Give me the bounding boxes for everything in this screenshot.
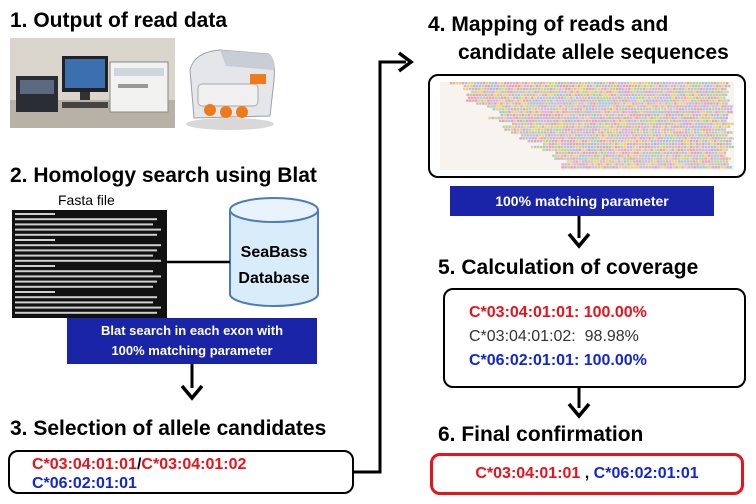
fasta-line <box>15 301 153 304</box>
benchtop-sequencer-icon <box>186 49 275 130</box>
fasta-line <box>15 275 161 278</box>
step-5-title: 5. Calculation of coverage <box>438 256 699 279</box>
candidate-allele-b: C*03:04:01:02 <box>141 456 247 473</box>
coverage-row: C*03:04:01:01: 100.00% <box>469 301 744 325</box>
fasta-line <box>15 249 157 252</box>
step-6-title: 6. Final confirmation <box>438 423 644 446</box>
step-2-title: 2. Homology search using Blat <box>10 164 317 187</box>
matching-parameter-banner: 100% matching parameter <box>450 186 714 216</box>
coverage-allele: C*03:04:01:01: <box>469 304 584 321</box>
database-cylinder-icon <box>229 197 319 307</box>
fasta-line <box>15 311 157 314</box>
elbow-arrow-to-step4 <box>354 60 406 474</box>
fasta-line <box>15 228 161 231</box>
step-1-title: 1. Output of read data <box>10 9 228 32</box>
read-mapping-panel <box>428 74 746 178</box>
candidate-separator: / <box>136 456 142 473</box>
blat-search-banner: Blat search in each exon with 100% match… <box>67 318 317 364</box>
fasta-line <box>15 254 153 257</box>
candidate-allele-c: C*06:02:01:01 <box>32 475 137 492</box>
database-label: SeaBass Database <box>228 240 320 292</box>
fasta-line <box>15 296 157 299</box>
fasta-line <box>15 213 55 215</box>
database-label-line1: SeaBass <box>240 244 308 261</box>
coverage-box: C*03:04:01:01: 100.00%C*03:04:01:02: 98.… <box>443 288 746 388</box>
final-confirmation-box: C*03:04:01:01 , C*06:02:01:01 <box>430 453 744 495</box>
fasta-line <box>15 265 55 267</box>
coverage-row: C*06:02:01:01: 100.00% <box>469 349 744 373</box>
database-label-line2: Database <box>238 270 310 287</box>
coverage-allele: C*03:04:01:02: <box>469 328 585 345</box>
fasta-line <box>15 233 157 236</box>
fasta-line <box>15 270 153 273</box>
coverage-allele: C*06:02:01:01: <box>469 352 584 369</box>
coverage-value: 98.98% <box>584 328 639 345</box>
coverage-value: 100.00% <box>583 352 647 369</box>
step-3-title: 3. Selection of allele candidates <box>10 417 327 440</box>
final-allele-a: C*03:04:01:01 <box>475 465 581 482</box>
coverage-list: C*03:04:01:01: 100.00%C*03:04:01:02: 98.… <box>469 301 744 373</box>
blat-banner-line2: 100% matching parameter <box>111 343 273 358</box>
fasta-line <box>15 259 161 262</box>
fasta-line <box>15 223 153 226</box>
final-separator: , <box>584 465 590 482</box>
fasta-line <box>15 280 157 283</box>
desktop-sequencer-icon <box>10 38 175 128</box>
fasta-line <box>15 306 161 309</box>
allele-candidates-box: C*03:04:01:01/C*03:04:01:02 C*06:02:01:0… <box>8 450 354 494</box>
final-allele-b: C*06:02:01:01 <box>593 465 699 482</box>
fasta-line <box>15 244 161 247</box>
blat-banner-line1: Blat search in each exon with <box>100 323 284 338</box>
step-4-title-line2: candidate allele sequences <box>458 41 729 64</box>
coverage-value: 100.00% <box>583 304 647 321</box>
fasta-file-text-block <box>12 210 167 318</box>
fasta-line <box>15 239 55 241</box>
coverage-row: C*03:04:01:02: 98.98% <box>469 325 744 349</box>
fasta-line <box>15 291 55 293</box>
fasta-file-label: Fasta file <box>58 192 115 208</box>
read-alignment-image <box>440 82 734 170</box>
candidate-allele-a: C*03:04:01:01 <box>32 456 137 473</box>
step-4-title-line1: 4. Mapping of reads and <box>428 13 669 36</box>
fasta-line <box>15 218 157 221</box>
fasta-line <box>15 285 153 288</box>
